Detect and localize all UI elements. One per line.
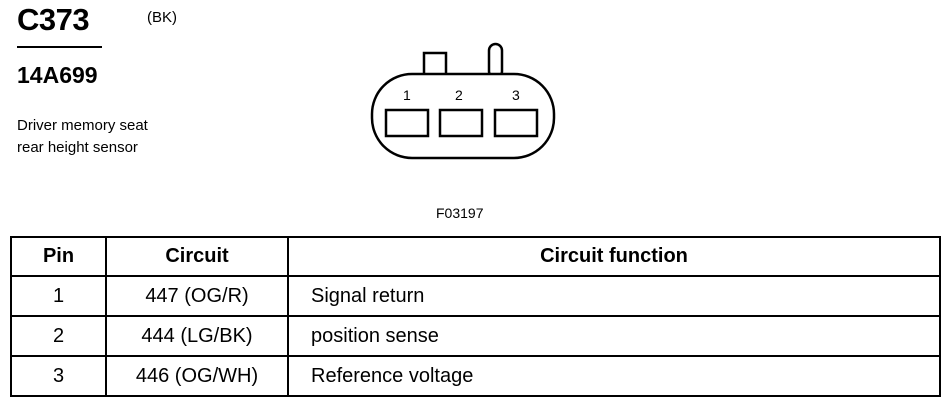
function-cell: Signal return [287, 275, 941, 317]
pin-cell: 2 [10, 315, 107, 357]
pin-cavity-3 [493, 108, 539, 138]
figure-code: F03197 [436, 205, 484, 221]
circuit-cell: 446 (OG/WH) [105, 355, 289, 397]
pin-number-2: 2 [455, 87, 463, 103]
pin-cavity-2 [438, 108, 484, 138]
function-cell: Reference voltage [287, 355, 941, 397]
description-line-2: rear height sensor [17, 139, 138, 156]
part-number: 14A699 [17, 62, 98, 88]
color-code: (BK) [147, 9, 177, 26]
circuit-cell: 447 (OG/R) [105, 275, 289, 317]
connector-face-diagram: 1 2 3 [370, 42, 556, 160]
connector-key-tab-square [422, 51, 448, 78]
header-pin: Pin [10, 236, 107, 277]
pin-cell: 1 [10, 275, 107, 317]
title-underline [17, 46, 102, 48]
table-header-row: Pin Circuit Circuit function [10, 236, 941, 277]
table-row: 3 446 (OG/WH) Reference voltage [10, 355, 941, 397]
pin-number-1: 1 [403, 87, 411, 103]
component-description: Driver memory seat rear height sensor [17, 115, 148, 159]
function-cell: position sense [287, 315, 941, 357]
description-line-1: Driver memory seat [17, 117, 148, 134]
table-row: 2 444 (LG/BK) position sense [10, 315, 941, 357]
circuit-cell: 444 (LG/BK) [105, 315, 289, 357]
header-circuit-function: Circuit function [287, 236, 941, 277]
pin-cavity-1 [384, 108, 430, 138]
pinout-table: Pin Circuit Circuit function 1 447 (OG/R… [10, 236, 941, 397]
table-row: 1 447 (OG/R) Signal return [10, 275, 941, 317]
pin-cell: 3 [10, 355, 107, 397]
connector-id: C373 [17, 2, 90, 37]
pin-number-3: 3 [512, 87, 520, 103]
header-circuit: Circuit [105, 236, 289, 277]
